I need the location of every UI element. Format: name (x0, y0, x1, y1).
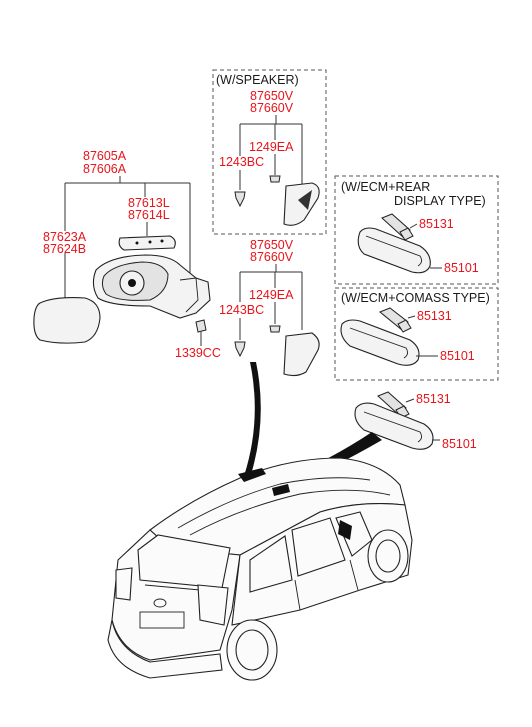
speaker-triangle-cover[interactable] (283, 182, 320, 226)
part-label-87605A[interactable]: 87605A (83, 149, 127, 163)
part-label-87606A[interactable]: 87606A (83, 162, 127, 176)
mirror-cover-strip[interactable] (118, 235, 176, 251)
screw-1249EA-std[interactable] (269, 325, 281, 333)
part-label-1249EA-speaker[interactable]: 1249EA (249, 140, 294, 154)
part-label-1243BC-std[interactable]: 1243BC (219, 303, 264, 317)
rear-display-box-title-1: (W/ECM+REAR (341, 180, 430, 194)
nut-1339CC[interactable] (195, 319, 207, 333)
rear-display-box-title-2: DISPLAY TYPE) (394, 194, 486, 208)
part-label-85101-base[interactable]: 85101 (442, 437, 477, 451)
part-label-85101-rear[interactable]: 85101 (444, 261, 479, 275)
part-label-87660V-speaker[interactable]: 87660V (250, 101, 294, 115)
part-label-85131-base[interactable]: 85131 (416, 392, 451, 406)
rear-display-box-group: (W/ECM+REAR DISPLAY TYPE) 85131 85101 (334, 175, 499, 285)
inside-mirror-rear-display[interactable] (357, 227, 431, 274)
part-label-87624B[interactable]: 87624B (43, 242, 86, 256)
compass-box-frame (334, 287, 499, 381)
part-label-1339CC[interactable]: 1339CC (175, 346, 221, 360)
compass-box-title: (W/ECM+COMASS TYPE) (341, 291, 490, 305)
part-label-1249EA-std[interactable]: 1249EA (249, 288, 294, 302)
vehicle-illustration (107, 457, 413, 681)
part-label-85101-compass[interactable]: 85101 (440, 349, 475, 363)
part-label-87613L[interactable]: 87613L (128, 196, 170, 210)
pointer-wedge-outside (244, 362, 261, 478)
inside-mirror-base[interactable] (354, 402, 434, 450)
mirror-glass[interactable] (33, 297, 101, 344)
part-label-87623A[interactable]: 87623A (43, 230, 87, 244)
part-label-87614L[interactable]: 87614L (128, 208, 170, 222)
part-label-87650V-std[interactable]: 87650V (250, 238, 294, 252)
outside-mirror-group: 87605A 87606A 87613L 87614L 87623A 87624… (33, 149, 221, 360)
rear-display-box-frame (334, 175, 499, 285)
part-label-87660V-std[interactable]: 87660V (250, 250, 294, 264)
speaker-box-title: (W/SPEAKER) (216, 73, 299, 87)
standard-triangle-cover[interactable] (283, 332, 320, 377)
part-label-85131-compass[interactable]: 85131 (417, 309, 452, 323)
part-label-87650V-speaker[interactable]: 87650V (250, 89, 294, 103)
compass-box-group: (W/ECM+COMASS TYPE) 85131 85101 (334, 287, 499, 381)
standard-cover-group: 87650V 87660V 1249EA 1243BC (219, 238, 320, 377)
speaker-box-group: (W/SPEAKER) 87650V 87660V 1249EA 1243BC (212, 69, 327, 235)
part-label-85131-rear[interactable]: 85131 (419, 217, 454, 231)
screw-1243BC-std[interactable] (234, 341, 246, 358)
screw-1243BC-speaker[interactable] (234, 191, 246, 208)
screw-1249EA-speaker[interactable] (269, 175, 281, 183)
speaker-box-frame (212, 69, 327, 235)
base-mirror-group: 85131 85101 (354, 391, 477, 451)
part-label-1243BC-speaker[interactable]: 1243BC (219, 155, 264, 169)
